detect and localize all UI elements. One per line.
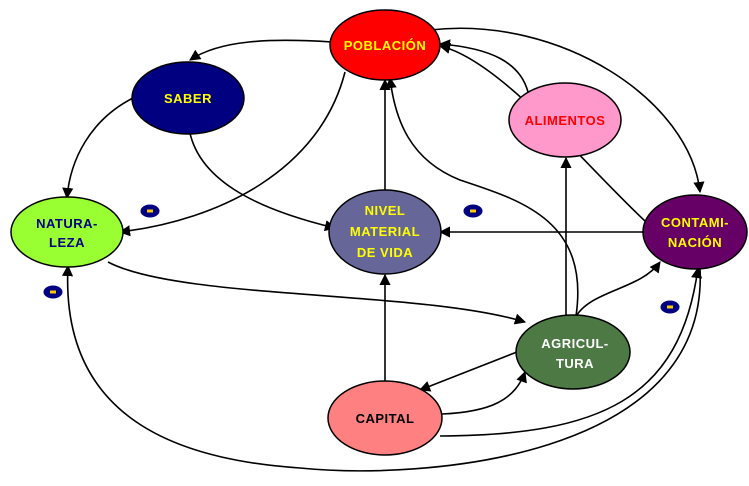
node-shape bbox=[642, 194, 748, 270]
negative-badge-icon bbox=[139, 203, 161, 219]
node-label: AGRICUL- bbox=[541, 336, 609, 351]
edge-poblacion-saber bbox=[189, 39, 333, 61]
node-shape bbox=[10, 196, 124, 268]
node-label: MATERIAL bbox=[350, 224, 420, 239]
node-shape bbox=[328, 189, 442, 275]
node-label: NATURA- bbox=[36, 216, 98, 231]
node-label: SABER bbox=[164, 91, 212, 106]
node-label: ALIMENTOS bbox=[525, 113, 606, 128]
node-label: DE VIDA bbox=[357, 245, 413, 260]
node-label: LEZA bbox=[49, 235, 85, 250]
node-saber: SABER bbox=[131, 61, 245, 135]
edge-contaminacion-naturaleza bbox=[61, 264, 701, 472]
negative-badge-icon bbox=[42, 284, 64, 300]
node-shape bbox=[508, 82, 622, 158]
edge-capital-contaminacion bbox=[439, 266, 703, 437]
edge-saber-naturaleza bbox=[62, 97, 134, 200]
edge-agricultura-capital bbox=[418, 349, 523, 392]
edge-agricultura-poblacion bbox=[385, 76, 579, 317]
node-shape bbox=[515, 314, 631, 390]
node-label: CONTAMI- bbox=[661, 215, 729, 230]
node-contaminacion: CONTAMI- NACIÓN bbox=[642, 194, 748, 270]
node-nivel-material-de-vida: NIVEL MATERIAL DE VIDA bbox=[328, 189, 442, 275]
node-label: NIVEL bbox=[365, 203, 406, 218]
node-label: NACIÓN bbox=[668, 235, 722, 250]
edge-poblacion-naturaleza bbox=[118, 71, 346, 237]
edge-poblacion-contaminacion bbox=[429, 27, 705, 194]
node-shape bbox=[327, 380, 443, 456]
edge-agricultura-contaminacion bbox=[574, 261, 661, 319]
node-shape bbox=[329, 9, 441, 81]
node-label: CAPITAL bbox=[356, 411, 415, 426]
node-poblacion: POBLACIÓN bbox=[329, 9, 441, 81]
node-label: POBLACIÓN bbox=[344, 38, 427, 53]
edge-saber-nivel bbox=[187, 117, 337, 232]
node-label: TURA bbox=[556, 356, 594, 371]
node-alimentos: ALIMENTOS bbox=[508, 82, 622, 158]
edge-alimentos-poblacion bbox=[438, 39, 529, 93]
node-shape bbox=[131, 61, 245, 135]
negative-badge-icon bbox=[659, 299, 681, 315]
node-naturaleza: NATURA- LEZA bbox=[10, 196, 124, 268]
edges bbox=[61, 27, 705, 472]
node-capital: CAPITAL bbox=[327, 380, 443, 456]
node-agricultura: AGRICUL- TURA bbox=[515, 314, 631, 390]
edge-capital-agricultura bbox=[441, 370, 527, 415]
negative-badge-icon bbox=[462, 203, 484, 219]
edge-naturaleza-agricultura bbox=[107, 261, 527, 325]
